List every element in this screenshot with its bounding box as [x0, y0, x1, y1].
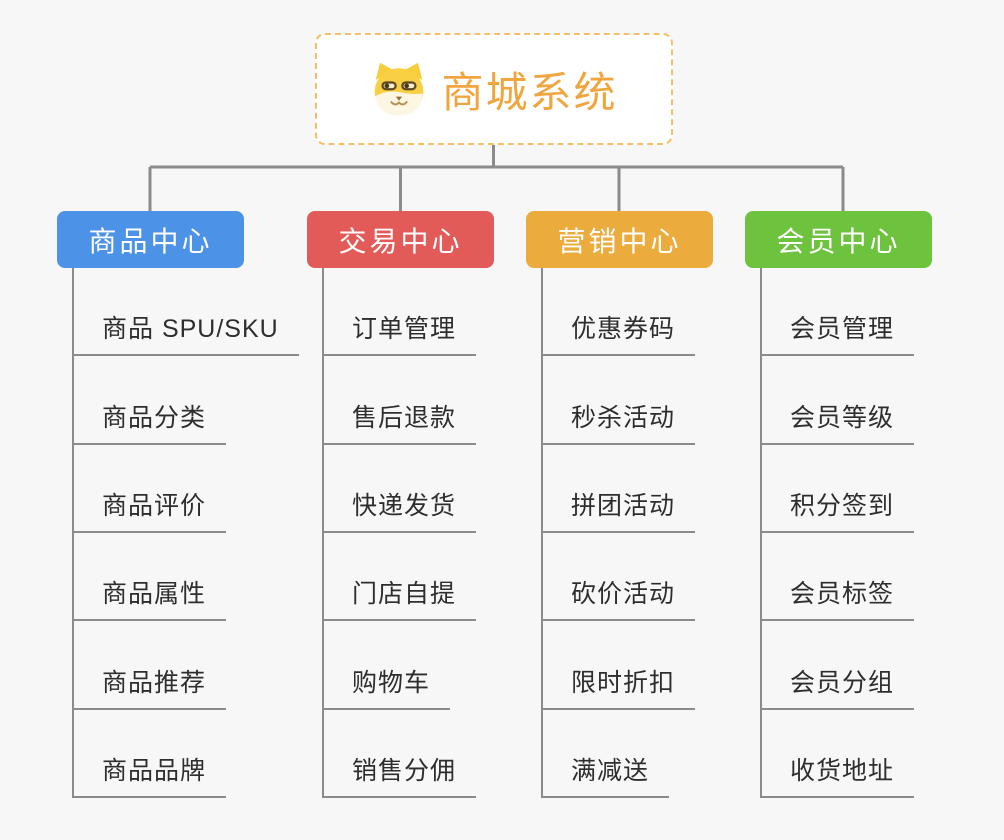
child-node-label[interactable]: 商品属性 — [74, 574, 227, 622]
child-node-label[interactable]: 商品 SPU/SKU — [74, 309, 299, 357]
child-node: 限时折扣 — [543, 621, 766, 710]
branch-member-center: 会员中心 会员管理 会员等级 积分签到 会员标签 会员分组 收货地址 — [745, 211, 932, 798]
child-node: 快递发货 — [324, 445, 547, 533]
child-node: 满减送 — [543, 710, 766, 798]
child-node-label[interactable]: 商品品牌 — [74, 751, 227, 798]
child-node-label[interactable]: 商品评价 — [74, 486, 227, 533]
child-node-label[interactable]: 会员标签 — [762, 574, 915, 622]
child-node: 商品属性 — [74, 533, 297, 622]
child-node: 拼团活动 — [543, 445, 766, 533]
child-node: 商品分类 — [74, 356, 297, 445]
branch-children: 商品 SPU/SKU 商品分类 商品评价 商品属性 商品推荐 商品品牌 — [72, 268, 299, 798]
branch-label: 交易中心 — [338, 225, 463, 257]
branch-marketing-center: 营销中心 优惠券码 秒杀活动 拼团活动 砍价活动 限时折扣 满减送 — [526, 211, 713, 798]
root-node-title: 商城系统 — [441, 68, 618, 116]
child-node: 销售分佣 — [324, 710, 547, 798]
child-node-label[interactable]: 购物车 — [324, 663, 451, 710]
child-node-label[interactable]: 售后退款 — [324, 398, 477, 445]
child-node: 砍价活动 — [543, 533, 766, 622]
shiba-dog-icon — [370, 62, 428, 116]
branch-node-product-center[interactable]: 商品中心 — [57, 211, 244, 268]
child-node: 会员等级 — [762, 356, 985, 445]
root-node-mall-system[interactable]: 商城系统 — [315, 33, 673, 145]
child-node: 会员分组 — [762, 621, 985, 710]
child-node-label[interactable]: 商品推荐 — [74, 663, 227, 710]
child-node-label[interactable]: 门店自提 — [324, 574, 477, 622]
child-node-label[interactable]: 会员等级 — [762, 398, 915, 445]
child-node: 优惠券码 — [543, 268, 766, 357]
child-node: 会员标签 — [762, 533, 985, 622]
child-node-label[interactable]: 拼团活动 — [543, 486, 696, 533]
branch-label: 会员中心 — [776, 225, 901, 257]
child-node: 商品推荐 — [74, 621, 297, 710]
child-node: 商品 SPU/SKU — [74, 268, 299, 357]
child-node: 订单管理 — [324, 268, 547, 357]
child-node-label[interactable]: 订单管理 — [324, 309, 477, 357]
branch-product-center: 商品中心 商品 SPU/SKU 商品分类 商品评价 商品属性 商品推荐 商品品牌 — [57, 211, 299, 798]
child-node-label[interactable]: 收货地址 — [762, 751, 915, 798]
child-node: 商品评价 — [74, 445, 297, 533]
child-node-label[interactable]: 快递发货 — [324, 486, 477, 533]
child-node: 购物车 — [324, 621, 547, 710]
branch-trade-center: 交易中心 订单管理 售后退款 快递发货 门店自提 购物车 销售分佣 — [307, 211, 494, 798]
child-node: 积分签到 — [762, 445, 985, 533]
child-node-label[interactable]: 积分签到 — [762, 486, 915, 533]
branch-children: 订单管理 售后退款 快递发货 门店自提 购物车 销售分佣 — [322, 268, 547, 798]
branch-node-trade-center[interactable]: 交易中心 — [307, 211, 494, 268]
child-node-label[interactable]: 限时折扣 — [543, 663, 696, 710]
child-node-label[interactable]: 商品分类 — [74, 398, 227, 445]
child-node: 商品品牌 — [74, 710, 297, 798]
child-node-label[interactable]: 砍价活动 — [543, 574, 696, 622]
branch-label: 营销中心 — [557, 225, 682, 257]
child-node-label[interactable]: 满减送 — [543, 751, 670, 798]
branch-label: 商品中心 — [88, 225, 213, 257]
child-node: 秒杀活动 — [543, 356, 766, 445]
child-node-label[interactable]: 会员分组 — [762, 663, 915, 710]
child-node: 售后退款 — [324, 356, 547, 445]
child-node: 收货地址 — [762, 710, 985, 798]
branch-node-marketing-center[interactable]: 营销中心 — [526, 211, 713, 268]
child-node-label[interactable]: 秒杀活动 — [543, 398, 696, 445]
branch-node-member-center[interactable]: 会员中心 — [745, 211, 932, 268]
branch-children: 优惠券码 秒杀活动 拼团活动 砍价活动 限时折扣 满减送 — [541, 268, 766, 798]
child-node-label[interactable]: 销售分佣 — [324, 751, 477, 798]
child-node: 门店自提 — [324, 533, 547, 622]
branch-children: 会员管理 会员等级 积分签到 会员标签 会员分组 收货地址 — [760, 268, 985, 798]
child-node-label[interactable]: 优惠券码 — [543, 309, 696, 357]
child-node-label[interactable]: 会员管理 — [762, 309, 915, 357]
child-node: 会员管理 — [762, 268, 985, 357]
